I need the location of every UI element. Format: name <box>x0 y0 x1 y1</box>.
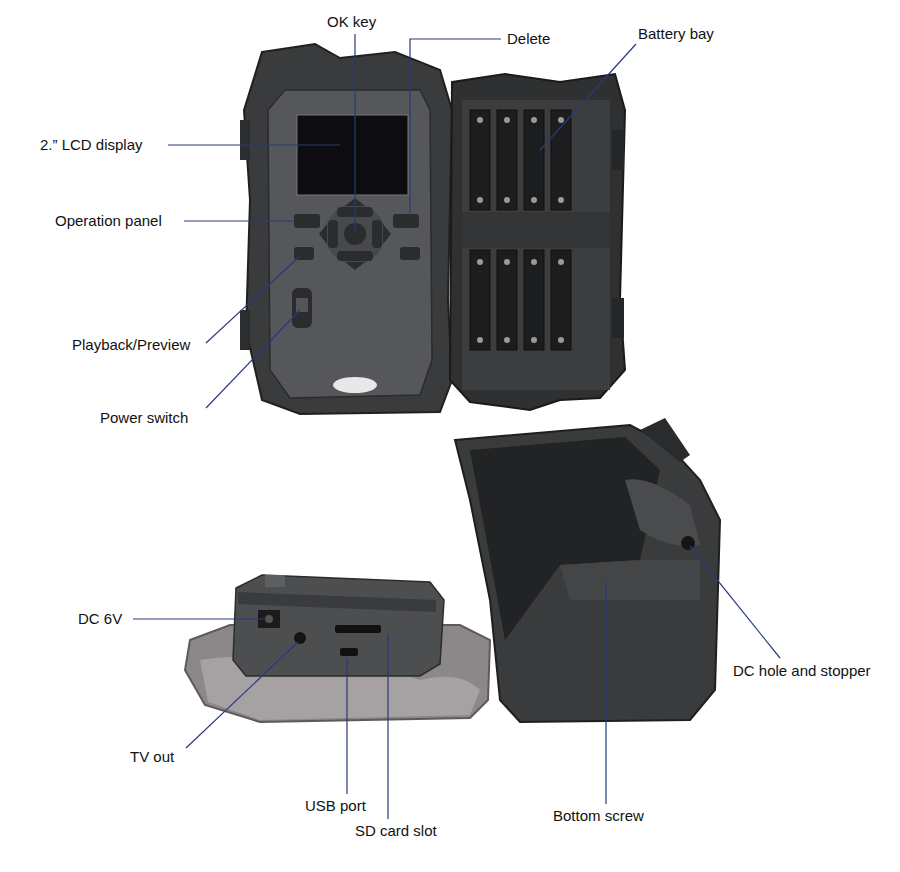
camera-open-top <box>240 44 625 414</box>
camera-open-bottom <box>185 418 720 722</box>
callout-label: OK key <box>327 13 376 31</box>
callout-label: DC hole and stopper <box>733 662 871 680</box>
leader-lines <box>133 34 780 819</box>
callout-label: 2.” LCD display <box>40 136 143 154</box>
callout-label: Operation panel <box>55 212 162 230</box>
callout-label: SD card slot <box>355 822 437 840</box>
callout-label: Power switch <box>100 409 188 427</box>
callout-label: Delete <box>507 30 550 48</box>
callout-label: Playback/Preview <box>72 336 190 354</box>
callout-label: Battery bay <box>638 25 714 43</box>
callout-label: DC 6V <box>78 610 122 628</box>
callout-label: USB port <box>305 797 366 815</box>
callout-label: Bottom screw <box>553 807 644 825</box>
callout-label: TV out <box>130 748 174 766</box>
